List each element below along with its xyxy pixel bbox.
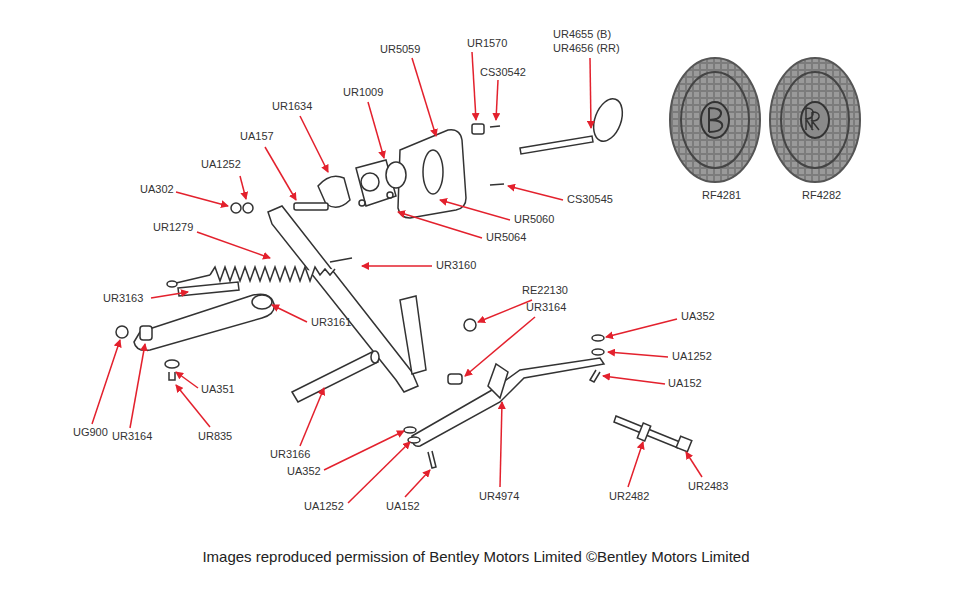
callout-number: RF4282 xyxy=(802,189,841,202)
caption: Images reproduced permission of Bentley … xyxy=(202,548,749,566)
callout-number: UA302 xyxy=(140,183,174,196)
callout-number: UA352 xyxy=(681,310,715,323)
callout-number: UR835 xyxy=(198,430,232,443)
callout-number: UR1570 xyxy=(467,37,507,50)
callout-number: UR2482 xyxy=(609,490,649,503)
callout-number: UA1252 xyxy=(304,500,344,513)
callout-number: RF4281 xyxy=(702,189,741,202)
callout-number: UR1634 xyxy=(272,100,312,113)
callout-number: UA1252 xyxy=(201,158,241,171)
callout-number: UR2483 xyxy=(688,480,728,493)
leader-arrows xyxy=(92,52,702,503)
callout-number: CS30542 xyxy=(480,66,526,79)
callout-number: UR4655 (B) xyxy=(553,28,611,41)
callout-number: UR3164 xyxy=(526,301,566,314)
callout-number: UR5059 xyxy=(380,43,420,56)
callout-number: UR3161 xyxy=(311,316,351,329)
callout-number: UR3164 xyxy=(112,430,152,443)
callout-number: UR5064 xyxy=(486,231,526,244)
callout-number: UG900 xyxy=(73,426,108,439)
callout-number: UA1252 xyxy=(672,350,712,363)
callout-number: UR4656 (RR) xyxy=(553,42,620,55)
callout-number: UR3166 xyxy=(270,448,310,461)
callout-number: UR3160 xyxy=(436,259,476,272)
callout-number: UA351 xyxy=(201,383,235,396)
callout-number: RE22130 xyxy=(522,284,568,297)
callout-number: UA157 xyxy=(240,130,274,143)
pedal-assembly xyxy=(116,95,692,468)
callout-number: UA152 xyxy=(668,377,702,390)
pedal-pads xyxy=(670,58,860,182)
callout-number: UR1009 xyxy=(343,86,383,99)
callout-number: UR5060 xyxy=(514,213,554,226)
callout-number: CS30545 xyxy=(567,193,613,206)
callout-number: UR1279 xyxy=(153,221,193,234)
callout-number: UR3163 xyxy=(103,292,143,305)
callout-number: UA352 xyxy=(287,465,321,478)
callout-number: UA152 xyxy=(386,500,420,513)
callout-number: UR4974 xyxy=(479,490,519,503)
